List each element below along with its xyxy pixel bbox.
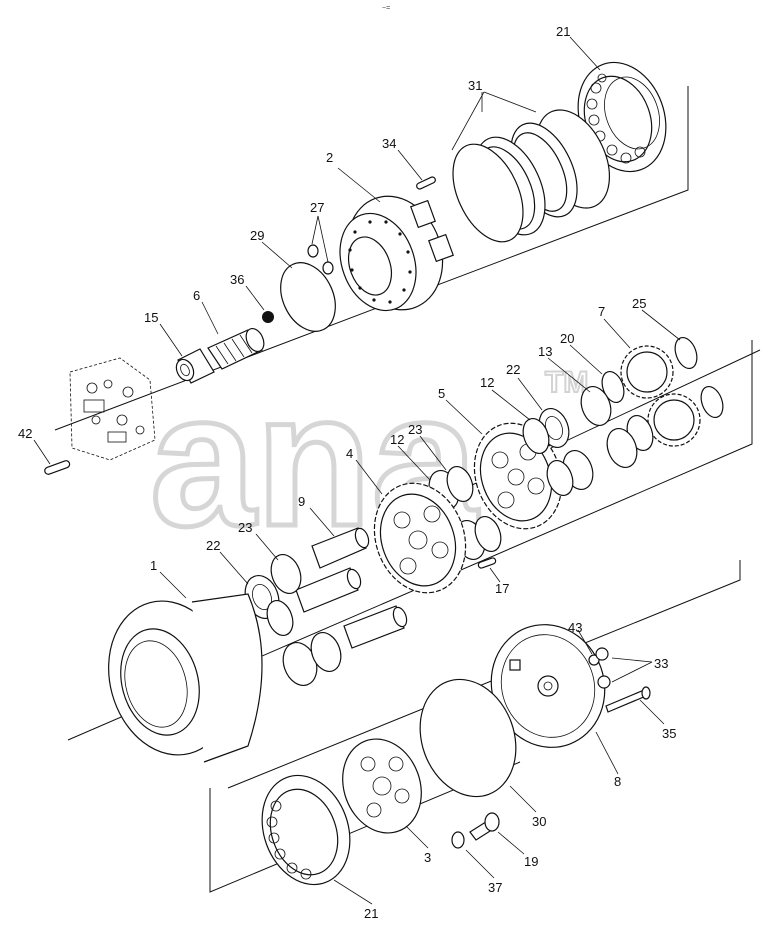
callout-6: 6 [193, 288, 200, 303]
callout-30: 30 [532, 814, 546, 829]
callout-25: 25 [632, 296, 646, 311]
snap-rings-25 [674, 336, 724, 419]
callout-12-mid: 12 [390, 432, 404, 447]
o-rings-27 [307, 244, 334, 275]
planet-shafts-9 [295, 527, 408, 649]
motor-valve-block [69, 357, 156, 461]
bolt-35 [605, 686, 651, 713]
callout-35: 35 [662, 726, 676, 741]
callout-21-bottom: 21 [364, 906, 378, 921]
callout-12-top: 12 [480, 375, 494, 390]
callout-17: 17 [495, 581, 509, 596]
callout-36: 36 [230, 272, 244, 287]
o-ring-29 [280, 262, 336, 332]
spacer-rings-20-13 [580, 370, 654, 468]
callout-2: 2 [326, 150, 333, 165]
needle-bearings-upper [522, 408, 594, 497]
pin-34 [416, 176, 436, 190]
carrier-gear-5 [473, 422, 563, 530]
callout-13: 13 [538, 344, 552, 359]
callout-21-top: 21 [556, 24, 570, 39]
callout-5: 5 [438, 386, 445, 401]
callout-31: 31 [468, 78, 482, 93]
top-mark: ~= [382, 5, 390, 12]
svg-text:TM: TM [545, 366, 588, 399]
motor-housing-1 [108, 593, 263, 763]
bolt-19-washer-37 [451, 812, 500, 849]
taper-bearing-bottom [261, 774, 351, 886]
callout-19: 19 [524, 854, 538, 869]
callout-34: 34 [382, 136, 396, 151]
callout-23-top: 23 [408, 422, 422, 437]
callout-8: 8 [614, 774, 621, 789]
callout-7: 7 [598, 304, 605, 319]
callout-22-bottom: 22 [206, 538, 220, 553]
callout-37: 37 [488, 880, 502, 895]
coupling-15 [175, 348, 215, 384]
callout-20: 20 [560, 331, 574, 346]
callout-1: 1 [150, 558, 157, 573]
watermark: ana TM [148, 352, 590, 569]
plug-36 [262, 311, 274, 323]
callout-42: 42 [18, 426, 32, 441]
callout-22-top: 22 [506, 362, 520, 377]
carrier-3 [342, 738, 422, 834]
sun-carrier-gear-4 [373, 482, 467, 594]
callout-3: 3 [424, 850, 431, 865]
callout-labels: 21 31 34 2 27 29 36 6 15 42 25 7 20 13 2… [18, 24, 676, 921]
needle-bearings-lower [244, 554, 342, 686]
floating-seal-set [452, 109, 610, 243]
pin-17 [477, 557, 497, 569]
pin-42 [44, 460, 71, 475]
planet-gears-7 [620, 345, 701, 447]
callout-15: 15 [144, 310, 158, 325]
hub-2 [339, 195, 454, 312]
callout-4: 4 [346, 446, 353, 461]
plugs-33-43 [588, 647, 611, 689]
callout-27: 27 [310, 200, 324, 215]
drive-shaft-6 [207, 328, 265, 370]
callout-9: 9 [298, 494, 305, 509]
callout-23-bottom: 23 [238, 520, 252, 535]
o-ring-30 [419, 678, 517, 798]
callout-29: 29 [250, 228, 264, 243]
leader-lines [33, 36, 681, 905]
callout-33: 33 [654, 656, 668, 671]
callout-43: 43 [568, 620, 582, 635]
